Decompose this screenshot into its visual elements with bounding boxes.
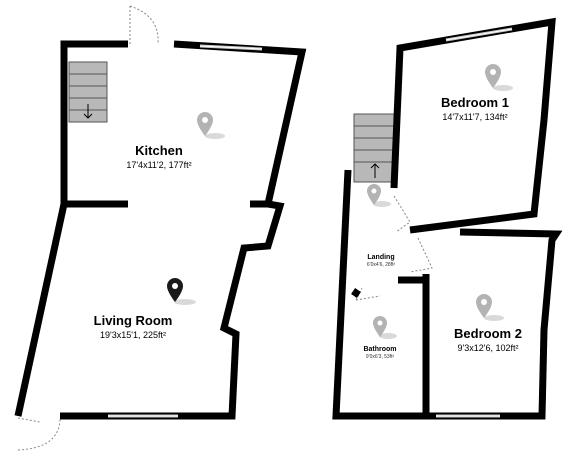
stairs-first (353, 113, 395, 183)
room-dimensions: 17'4x11'2, 177ft² (126, 160, 192, 170)
down-arrow-icon (83, 104, 93, 119)
location-pin-icon (485, 64, 513, 91)
room-dimensions: 6'0x4'6, 28ft² (366, 262, 396, 268)
room-label-bedroom-1: Bedroom 1 14'7x11'7, 134ft² (420, 95, 530, 123)
doors (17, 5, 433, 451)
stairs-ground (68, 61, 108, 123)
room-dimensions: 14'7x11'7, 134ft² (442, 112, 508, 122)
room-name: Kitchen (135, 143, 183, 158)
ground-floor-walls (14, 40, 307, 420)
stairs-first-treads (353, 113, 395, 183)
room-name: Bedroom 2 (454, 326, 522, 341)
location-pin-icon (476, 294, 504, 321)
room-dimensions: 9'3x12'6, 102ft² (457, 343, 519, 353)
room-name: Living Room (93, 313, 173, 328)
location-pin-icon (373, 316, 397, 339)
landing-bathroom-walls (332, 169, 426, 420)
room-name: Bathroom (363, 346, 397, 353)
room-dimensions: 19'3x15'1, 225ft² (100, 330, 166, 340)
bedroom-1-walls (390, 17, 556, 234)
kitchen-door-swing (129, 5, 159, 45)
front-door-swing (17, 417, 61, 451)
room-label-living-room: Living Room 19'3x15'1, 225ft² (76, 313, 190, 341)
ground-floor-windows (108, 44, 263, 418)
bedroom-2-walls (422, 228, 563, 420)
living-room-walls (14, 200, 285, 420)
landing-door-swing (393, 195, 411, 233)
location-pin-icon (197, 112, 225, 139)
room-dimensions: 9'0x6'3, 53ft² (365, 354, 395, 360)
room-label-landing: Landing 6'0x4'6, 28ft² (356, 253, 406, 269)
room-label-bathroom: Bathroom 9'0x6'3, 53ft² (352, 345, 408, 361)
room-name: Landing (367, 254, 395, 261)
up-arrow-icon (370, 163, 380, 178)
room-label-bedroom-2: Bedroom 2 9'3x12'6, 102ft² (438, 326, 538, 354)
room-label-kitchen: Kitchen 17'4x11'2, 177ft² (104, 143, 214, 171)
bathroom-door-swing (355, 287, 381, 301)
landing-door-swing-2 (409, 237, 433, 273)
first-floor-walls (332, 17, 563, 420)
room-name: Bedroom 1 (441, 95, 509, 110)
location-pin-icon (367, 184, 391, 207)
location-pin-icon (167, 278, 196, 305)
